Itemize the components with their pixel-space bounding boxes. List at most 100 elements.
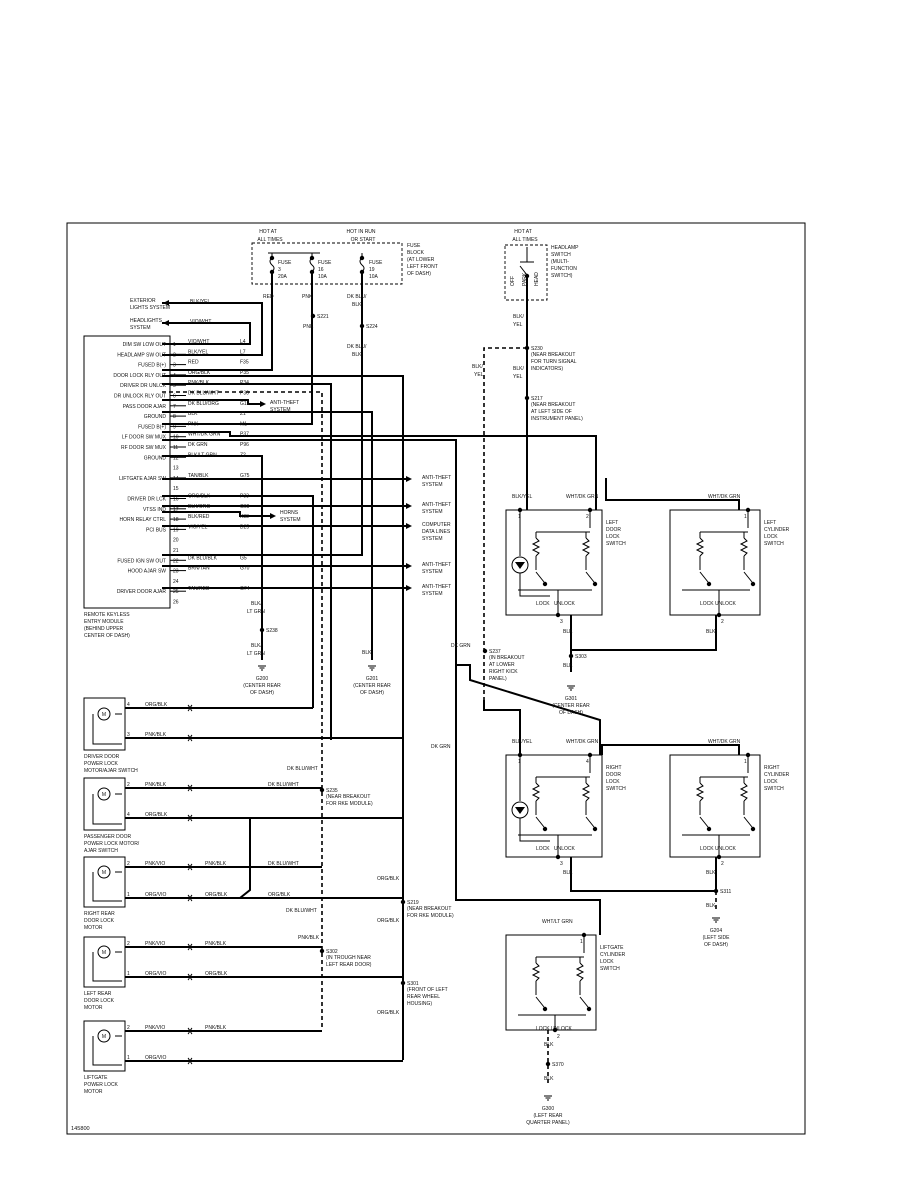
- motor-icon: [97, 707, 111, 721]
- switch-contact: [542, 1006, 548, 1012]
- module-pin-number: 16: [173, 497, 179, 503]
- fuse-terminal: [359, 255, 365, 261]
- wire-color-label: YEL: [513, 322, 523, 328]
- motor-icon: M: [102, 950, 106, 956]
- resistor-icon: [575, 962, 585, 982]
- switch-terminal: [517, 507, 523, 513]
- fuse-icon: [269, 257, 275, 273]
- wire-color-label: DK BLU/: [347, 294, 367, 300]
- wire-color-label: ORG/BLK: [377, 1010, 400, 1016]
- motor-internal: [92, 872, 122, 902]
- module-pin-number: 11: [173, 445, 178, 451]
- wire-blk-red: [162, 511, 274, 517]
- module-pin-number: 1: [173, 342, 176, 348]
- system-label: ANTI-THEFT: [270, 400, 299, 406]
- motor-pin: 1: [127, 1055, 130, 1061]
- splice-id: S237: [489, 649, 501, 655]
- motor-wire-label: PNK/VIO: [145, 941, 165, 947]
- motor-connector: [187, 704, 190, 712]
- module-pin-label: PCI BUS: [146, 527, 167, 533]
- fuse-block-label: FUSE: [407, 243, 421, 249]
- module-wire-color: ORG/BLK: [188, 370, 211, 376]
- system-label: SYSTEM: [270, 407, 291, 413]
- module-circuit-id: P36: [240, 391, 249, 397]
- switch-wire-label: WHT/DK GRN: [566, 739, 599, 745]
- lock-switch-box: [669, 509, 761, 616]
- ground-location: OF DASH): [559, 710, 583, 716]
- wire-color-label: BLK/: [472, 364, 483, 370]
- module-wire-color: TAN/RED: [188, 586, 210, 592]
- lock-motor-label: AJAR SWITCH: [84, 848, 118, 854]
- splice-id: S238: [266, 628, 278, 634]
- splice-note: AT LOWER: [489, 662, 515, 668]
- wire-blk-ground: [162, 411, 373, 660]
- lock-label: LOCK: [536, 601, 550, 607]
- module-pin-number: 25: [173, 589, 179, 595]
- motor-pin: 1: [127, 971, 130, 977]
- motor-connector: [190, 734, 193, 742]
- splice-note: FOR RKE MODULE): [407, 913, 454, 919]
- module-circuit-id: P35: [240, 370, 249, 376]
- motor-internal: [92, 952, 122, 982]
- motor-wire-label: ORG/BLK: [268, 892, 291, 898]
- module-pin-number: 19: [173, 527, 179, 533]
- module-pin-number: 4: [173, 373, 176, 379]
- module-pin-label: LF DOOR SW MUX: [122, 435, 167, 441]
- module-circuit-id: G74: [240, 586, 250, 592]
- module-wire-color: BLK/ORG: [188, 504, 210, 510]
- splice-dot: [524, 345, 530, 351]
- motor-pin: 2: [127, 941, 130, 947]
- switch-position-label: OFF: [510, 276, 516, 286]
- switch-terminal: [745, 752, 751, 758]
- ground-wire-label: BLK: [563, 629, 573, 635]
- switch-terminal: [716, 854, 722, 860]
- wire-dk-grn-right: [455, 660, 601, 755]
- motor-connector: [187, 943, 190, 951]
- module-wire-color: DK BLU/ORG: [188, 401, 219, 407]
- rke-module-label: (BEHIND UPPER: [84, 626, 124, 632]
- motor-connector: [190, 863, 193, 871]
- lock-switch-label: LOCK: [764, 534, 778, 540]
- fuse-block-outline: [251, 242, 403, 285]
- motor-connector: [190, 704, 193, 712]
- splice-note: FOR TURN SIGNAL: [531, 359, 577, 365]
- module-pin-label: DIM SW LOW OUT: [123, 342, 166, 348]
- module-circuit-id: G69: [240, 504, 250, 510]
- ground-location: QUARTER PANEL): [526, 1120, 570, 1126]
- module-pin-number: 6: [173, 394, 176, 400]
- wire-vio-wht: [162, 322, 251, 345]
- switch-contact: [592, 826, 598, 832]
- switch-pin: 1: [744, 759, 747, 765]
- headlamp-switch-label: SWITCH: [551, 252, 571, 258]
- arrow-system: [406, 503, 412, 509]
- motor-pin: 1: [127, 892, 130, 898]
- switch-internal: [519, 818, 550, 842]
- motor-connector: [190, 894, 193, 902]
- unlock-label: UNLOCK: [715, 601, 737, 607]
- fuse-block-label: OF DASH): [407, 271, 431, 277]
- motor-connector: [190, 973, 193, 981]
- rke-module-label: REMOTE KEYLESS: [84, 612, 130, 618]
- arrow-system: [406, 585, 412, 591]
- switch-contact: [750, 826, 756, 832]
- splice-note: (IN BREAKOUT: [489, 655, 525, 661]
- splice-dot: [359, 323, 365, 329]
- module-circuit-id: P96: [240, 442, 249, 448]
- module-circuit-id: X33: [240, 514, 249, 520]
- splice-note: HOUSING): [407, 1001, 432, 1007]
- switch-contact: [706, 581, 712, 587]
- wire-color-label: DK GRN: [451, 643, 471, 649]
- unlock-label: UNLOCK: [551, 1026, 573, 1032]
- lock-switch-label: CYLINDER: [764, 772, 790, 778]
- motor-pin: 3: [127, 732, 130, 738]
- motor-icon: [97, 865, 111, 879]
- switch-blade: [535, 571, 545, 583]
- splice-dot: [568, 653, 574, 659]
- arrow-system: [406, 476, 412, 482]
- motor-connector: [190, 784, 193, 792]
- lock-motor-label: MOTOR: [84, 1089, 103, 1095]
- lock-label: LOCK: [536, 1026, 550, 1032]
